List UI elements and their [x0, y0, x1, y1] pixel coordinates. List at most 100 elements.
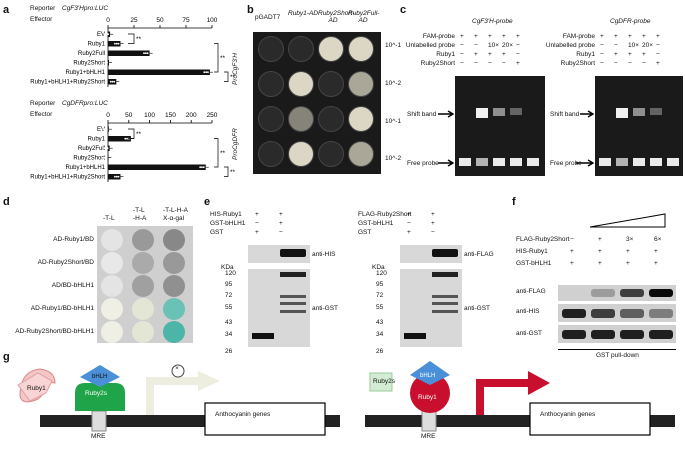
e-band	[280, 272, 306, 277]
c-shift-band	[599, 108, 611, 114]
a-tick-0-4: 100	[207, 17, 218, 24]
c-cell: +	[628, 51, 632, 58]
a-point	[102, 61, 105, 64]
c-free-band	[476, 158, 488, 166]
d-colony	[132, 298, 154, 320]
c-cell: +	[488, 51, 492, 58]
e-row-label: GST	[358, 229, 372, 236]
c-cell: +	[460, 33, 464, 40]
b-col-1: pGADT7	[255, 14, 281, 21]
c-free-band	[650, 158, 662, 166]
c-cell: 20×	[502, 42, 514, 49]
a-category-label: Ruby1+bHLH1	[65, 70, 105, 76]
c-shift-band	[667, 108, 679, 114]
c-cell: +	[642, 33, 646, 40]
f-band-his	[649, 309, 673, 318]
a-sig-bracket	[128, 33, 135, 44]
d-row-label: AD-Ruby1/BD-bHLH1	[30, 305, 94, 312]
c-cell: −	[656, 51, 660, 58]
e-band	[432, 249, 458, 257]
e-marker: 95	[225, 281, 233, 288]
c-cell: 10×	[628, 42, 640, 49]
a-tick-1-4: 200	[186, 112, 197, 119]
a-tick-0-1: 25	[130, 17, 138, 24]
c-cell: 20×	[642, 42, 654, 49]
e-cell: +	[255, 229, 259, 236]
c-cell: −	[600, 51, 604, 58]
a-bar-0-3	[108, 60, 110, 66]
panel-letter-f: f	[512, 196, 516, 208]
a-sig-label: **	[230, 74, 236, 81]
b-colony	[258, 71, 284, 97]
a-point	[103, 147, 105, 150]
c-shift-band	[459, 108, 471, 114]
e-marker: 72	[376, 292, 384, 299]
e-cell: −	[407, 220, 411, 227]
a-point	[117, 42, 120, 45]
b-colony	[318, 36, 344, 62]
f-band-his	[620, 309, 644, 318]
c-free-band	[459, 158, 471, 166]
panel-letter-g: g	[3, 351, 10, 363]
e-marker: 34	[225, 331, 233, 338]
a-tick-1-0: 0	[106, 112, 110, 119]
e-band	[432, 302, 458, 305]
c-right-title: CgDFR-probe	[610, 18, 651, 25]
f-band-flag	[649, 289, 673, 297]
c-cell: +	[474, 33, 478, 40]
d-col-1: -T-L	[103, 215, 115, 222]
f-cell: +	[654, 260, 658, 267]
e-antibody-top: anti-HIS	[312, 251, 336, 258]
a-point	[107, 33, 109, 36]
b-colony	[258, 106, 284, 132]
c-cell: +	[502, 51, 506, 58]
b-colony	[288, 36, 314, 62]
e-marker: 43	[376, 319, 384, 326]
d-colony	[132, 321, 154, 343]
c-cell: −	[628, 60, 632, 67]
f-cell: +	[626, 260, 630, 267]
c-shift-band	[633, 108, 645, 117]
b-colony	[258, 36, 284, 62]
d-row-label: AD-Ruby2Short/BD	[37, 259, 94, 266]
a-point	[109, 80, 112, 83]
b-colony	[318, 71, 344, 97]
e-marker: 55	[225, 304, 233, 311]
a-point	[115, 175, 118, 178]
a-point	[201, 166, 203, 169]
b-colony	[288, 71, 314, 97]
a-sig-label: **	[136, 131, 142, 138]
a-tick-1-2: 100	[144, 112, 155, 119]
c-cell: +	[656, 33, 660, 40]
f-antibody: anti-FLAG	[516, 288, 546, 295]
e-cell: +	[255, 211, 259, 218]
g-genes-right: Anthocyanin genes	[540, 411, 596, 418]
e-band	[280, 310, 306, 313]
b-colony	[288, 141, 314, 167]
panel-letter-b: b	[247, 4, 254, 16]
a-tick-0-2: 50	[156, 17, 164, 24]
c-cell: +	[502, 33, 506, 40]
reporter-label-bottom: Reporter	[30, 100, 56, 107]
c-cell: −	[460, 60, 464, 67]
e-antibody-bottom: anti-GST	[464, 305, 491, 312]
a-point	[126, 137, 128, 140]
d-colony	[163, 252, 185, 274]
a-point	[117, 175, 120, 178]
a-category-label: Ruby1+bHLH1	[65, 165, 105, 171]
c-row-label: Ruby2Short	[420, 60, 455, 67]
c-row-label: Ruby2Short	[560, 60, 595, 67]
b-colony	[348, 106, 374, 132]
a-point	[205, 71, 208, 74]
a-category-label: Ruby2Full	[78, 146, 105, 152]
f-cell: +	[598, 260, 602, 267]
e-antibody-bottom: anti-GST	[312, 305, 339, 312]
c-shift-band	[476, 108, 488, 118]
f-cell: +	[570, 248, 574, 255]
f-cell: +	[598, 236, 602, 243]
f-footer-line	[558, 349, 676, 350]
f-cell: −	[570, 236, 574, 243]
b-dil-1: 10^-1	[385, 42, 402, 49]
f-blot-gst	[558, 325, 676, 343]
e-cell: +	[279, 211, 283, 218]
